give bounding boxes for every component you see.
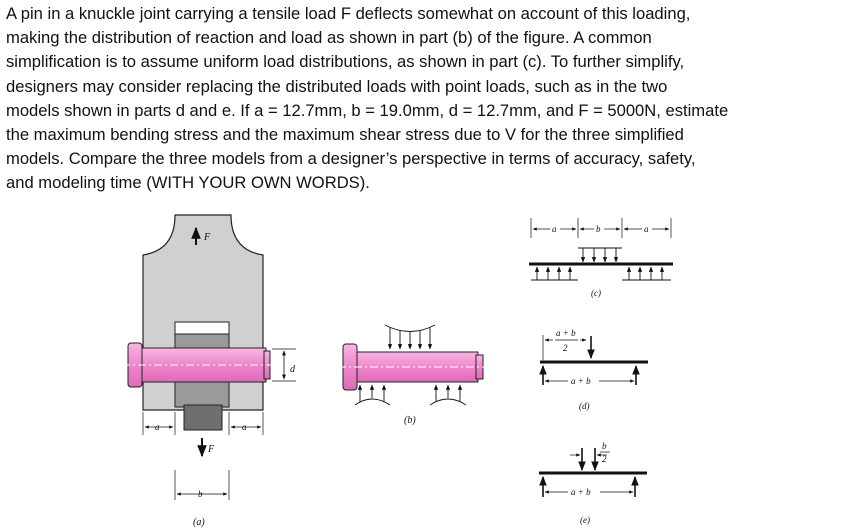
dim-c-a1-label: a xyxy=(552,224,557,234)
part-e-caption: (e) xyxy=(580,515,590,525)
part-c-uniform-loads: a b a (c) xyxy=(529,218,673,298)
eye-top xyxy=(174,321,230,335)
dim-d-label: d xyxy=(290,364,296,375)
dim-a-right-label: a xyxy=(242,422,247,432)
span-d-label: a + b xyxy=(571,376,591,386)
problem-line: and modeling time (WITH YOUR OWN WORDS). xyxy=(6,173,370,193)
frac-d-num: a + b xyxy=(556,328,576,338)
span-e-label: a + b xyxy=(571,487,591,497)
problem-line: models shown in parts d and e. If a = 12… xyxy=(6,100,729,120)
part-d-point-loads: a + b 2 a + b (d) xyxy=(539,328,648,411)
force-top-label: F xyxy=(203,232,211,243)
problem-line: making the distribution of reaction and … xyxy=(6,28,652,48)
frac-e-num: b xyxy=(602,441,607,451)
problem-line: designers may consider replacing the dis… xyxy=(6,76,668,96)
frac-e-den: 2 xyxy=(602,454,607,464)
rod xyxy=(183,404,223,431)
problem-line: models. Compare the three models from a … xyxy=(6,149,696,169)
problem-statement: A pin in a knuckle joint carrying a tens… xyxy=(6,2,852,196)
dim-c-a2-label: a xyxy=(644,224,649,234)
dim-a-left-label: a xyxy=(155,422,160,432)
part-b-pin-loading: (b) xyxy=(338,324,492,426)
dim-b-label: b xyxy=(198,489,203,499)
problem-line: A pin in a knuckle joint carrying a tens… xyxy=(6,4,691,23)
part-d-caption: (d) xyxy=(579,401,590,411)
problem-line: simplification is to assume uniform load… xyxy=(6,52,685,72)
force-bottom-label: F xyxy=(207,444,215,455)
part-a-knuckle-joint: d F F a a b (a) xyxy=(122,214,296,528)
frac-d-den: 2 xyxy=(563,343,568,353)
part-c-caption: (c) xyxy=(591,288,601,298)
part-a-caption: (a) xyxy=(193,517,205,528)
dim-c-b-label: b xyxy=(596,224,601,234)
part-e-point-loads: b 2 a + b (e) xyxy=(539,441,647,525)
part-b-caption: (b) xyxy=(404,415,416,426)
problem-line: the maximum bending stress and the maxim… xyxy=(6,125,684,145)
